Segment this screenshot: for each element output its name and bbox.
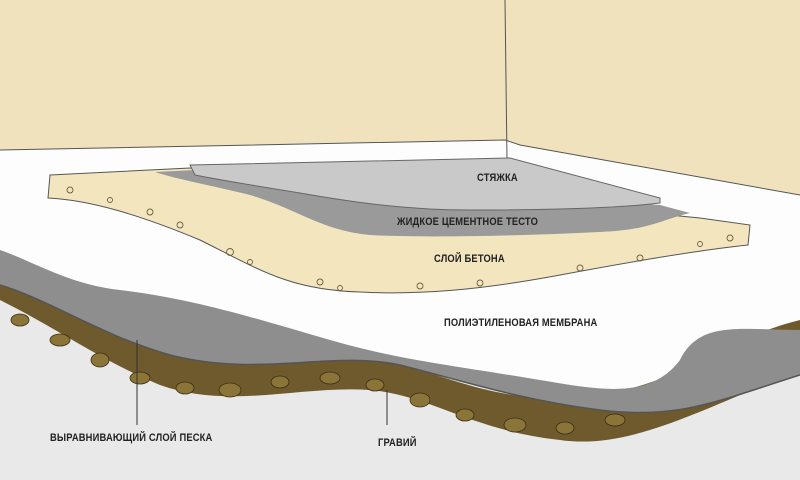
label-membrane: ПОЛИЭТИЛЕНОВАЯ МЕМБРАНА [444,317,598,329]
sand-layer [0,250,800,413]
wall [0,0,800,195]
wall-corner-line [504,0,508,161]
label-cement-paste: ЖИДКОЕ ЦЕМЕНТНОЕ ТЕСТО [397,216,539,228]
label-sand: ВЫРАВНИВАЮЩИЙ СЛОЙ ПЕСКА [50,432,213,444]
label-screed: СТЯЖКА [477,172,518,184]
concrete-aggregate [66,186,734,291]
label-gravel: ГРАВИЙ [378,437,417,449]
wall-floor-edge [0,139,800,196]
sand-top-edge [0,284,800,414]
label-concrete: СЛОЙ БЕТОНА [434,253,505,265]
screed-layer [189,157,661,211]
